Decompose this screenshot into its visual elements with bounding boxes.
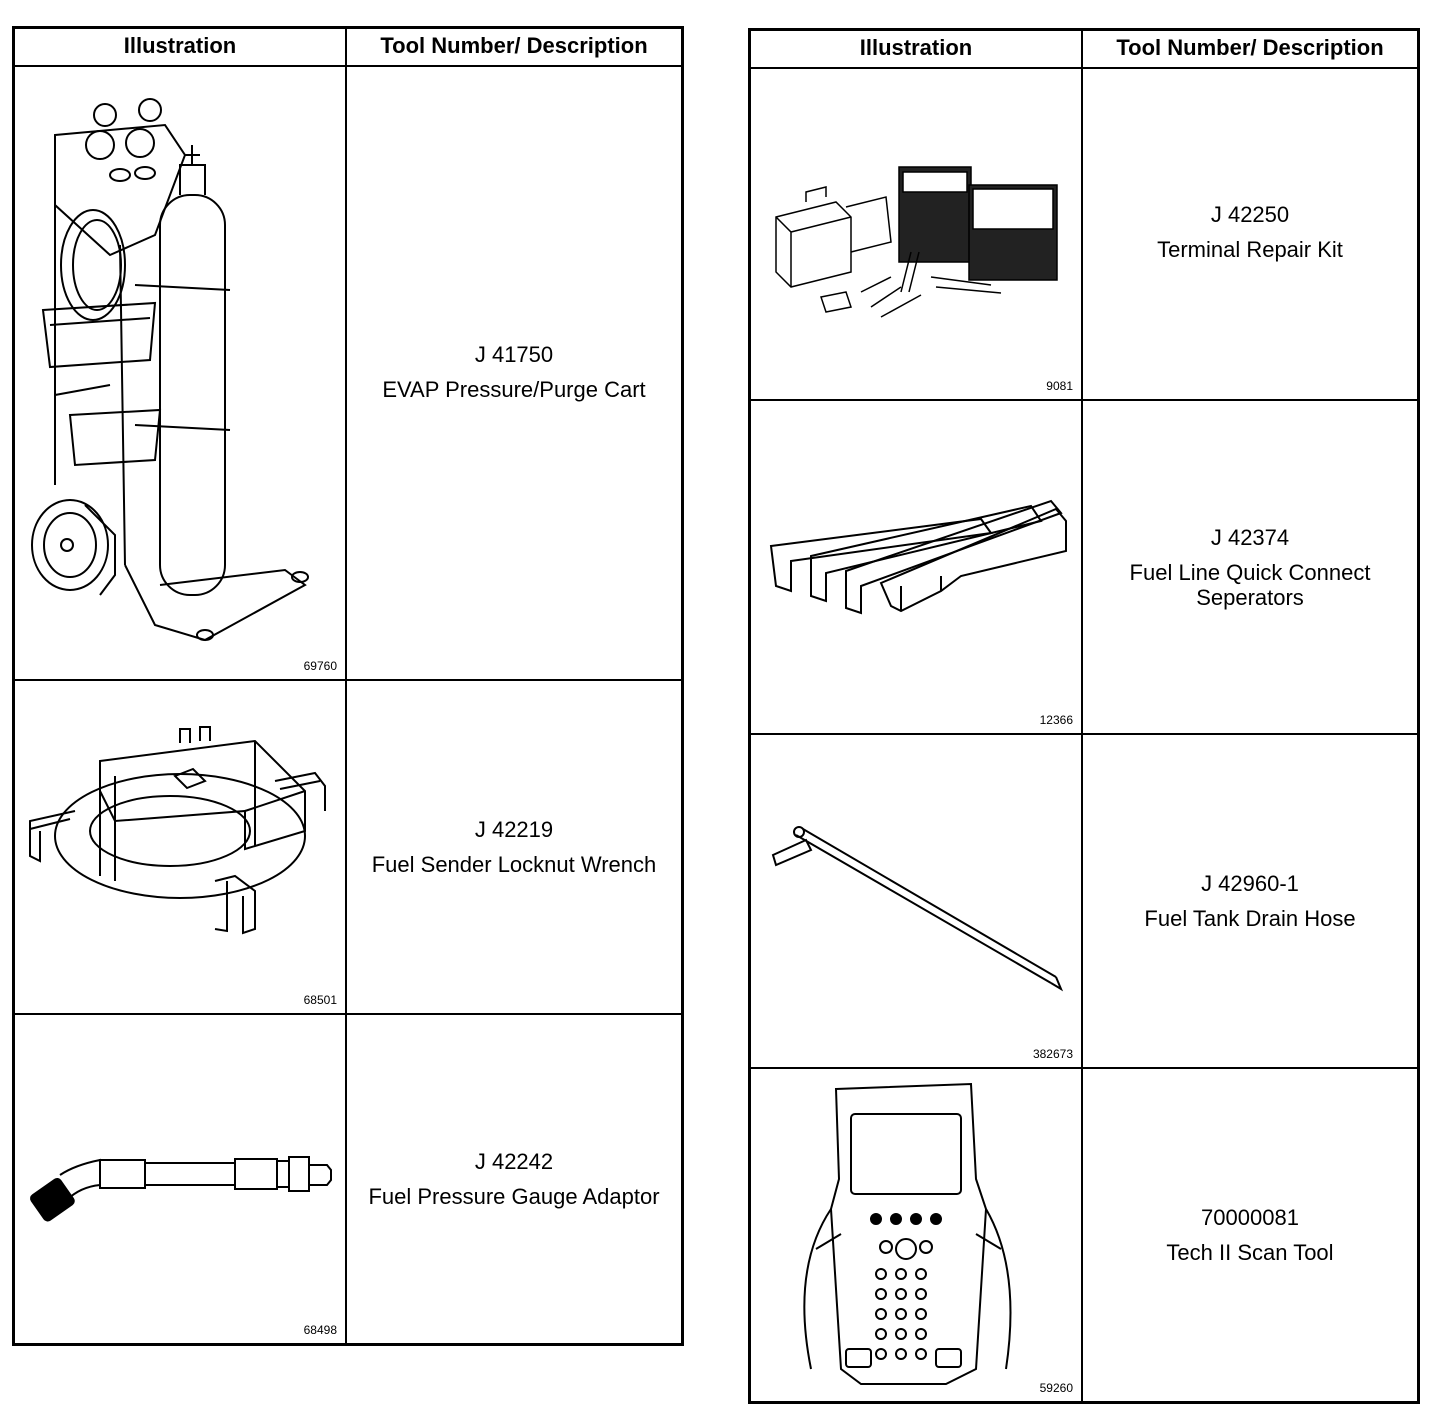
table-header: Illustration Tool Number/ Description: [15, 29, 681, 67]
table-row: 12366 J 42374 Fuel Line Quick Connect Se…: [751, 401, 1417, 735]
illustration-cell: 68501: [15, 681, 347, 1013]
table-header: Illustration Tool Number/ Description: [751, 31, 1417, 69]
tool-number: 70000081: [1201, 1205, 1299, 1230]
table-row: 68501 J 42219 Fuel Sender Locknut Wrench: [15, 681, 681, 1015]
figure-number: 68498: [303, 1323, 337, 1337]
illustration-header: Illustration: [15, 29, 347, 65]
tool-number: J 42250: [1210, 202, 1290, 227]
tool-description-cell: J 42960-1 Fuel Tank Drain Hose: [1083, 735, 1417, 1067]
scan-tool-illustration: [803, 1082, 1012, 1385]
illustration-cell: 12366: [751, 401, 1083, 733]
tool-description-cell: 70000081 Tech II Scan Tool: [1083, 1069, 1417, 1401]
figure-number: 9081: [1046, 379, 1073, 393]
tool-number: J 41750: [474, 342, 554, 367]
tool-table-right: Illustration Tool Number/ Description 90…: [748, 28, 1420, 1404]
table-row: 59260 70000081 Tech II Scan Tool: [751, 1069, 1417, 1401]
illustration-cell: 68498: [15, 1015, 347, 1343]
tool-description-cell: J 42250 Terminal Repair Kit: [1083, 67, 1417, 399]
tool-description-header: Tool Number/ Description: [1116, 35, 1384, 60]
tool-number: J 42219: [474, 817, 554, 842]
tool-description: Fuel Line Quick Connect Seperators: [1129, 559, 1371, 610]
locknut-wrench-illustration: [29, 726, 326, 935]
tool-number: J 42960-1: [1201, 871, 1299, 896]
evap-cart-illustration: [31, 98, 309, 642]
drain-hose-illustration: [771, 826, 1064, 992]
figure-number: 69760: [303, 659, 337, 673]
table-row: 68498 J 42242 Fuel Pressure Gauge Adapto…: [15, 1015, 681, 1343]
table-row: 9081 J 42250 Terminal Repair Kit: [751, 67, 1417, 401]
tool-description-cell: J 42219 Fuel Sender Locknut Wrench: [347, 681, 681, 1013]
tool-description: Fuel Sender Locknut Wrench: [371, 852, 657, 877]
tool-description: Tech II Scan Tool: [1166, 1240, 1334, 1265]
tool-description-cell: J 41750 EVAP Pressure/Purge Cart: [347, 65, 681, 679]
tool-description: Terminal Repair Kit: [1157, 237, 1343, 262]
figure-number: 68501: [303, 993, 337, 1007]
illustration-cell: 59260: [751, 1069, 1083, 1401]
table-row: 382673 J 42960-1 Fuel Tank Drain Hose: [751, 735, 1417, 1069]
tool-table-left: Illustration Tool Number/ Description: [12, 26, 684, 1346]
illustration-cell: 382673: [751, 735, 1083, 1067]
tool-description: Fuel Tank Drain Hose: [1144, 906, 1356, 931]
tool-number: J 42242: [474, 1149, 554, 1174]
illustration-header: Illustration: [751, 31, 1083, 67]
illustration-cell: 69760: [15, 65, 347, 679]
illustration-cell: 9081: [751, 67, 1083, 399]
terminal-repair-kit-illustration: [775, 166, 1058, 318]
tool-description: Fuel Pressure Gauge Adaptor: [368, 1184, 660, 1209]
figure-number: 59260: [1039, 1381, 1073, 1395]
figure-number: 12366: [1039, 713, 1073, 727]
quick-connect-separators-illustration: [769, 499, 1067, 615]
tool-number: J 42374: [1210, 524, 1290, 550]
tool-description-cell: J 42374 Fuel Line Quick Connect Seperato…: [1083, 401, 1417, 733]
tool-description-cell: J 42242 Fuel Pressure Gauge Adaptor: [347, 1015, 681, 1343]
table-row: 69760 J 41750 EVAP Pressure/Purge Cart: [15, 65, 681, 681]
tool-description-header: Tool Number/ Description: [380, 33, 648, 58]
tool-description: EVAP Pressure/Purge Cart: [382, 377, 646, 402]
gauge-adaptor-illustration: [30, 1156, 332, 1222]
figure-number: 382673: [1032, 1047, 1073, 1061]
